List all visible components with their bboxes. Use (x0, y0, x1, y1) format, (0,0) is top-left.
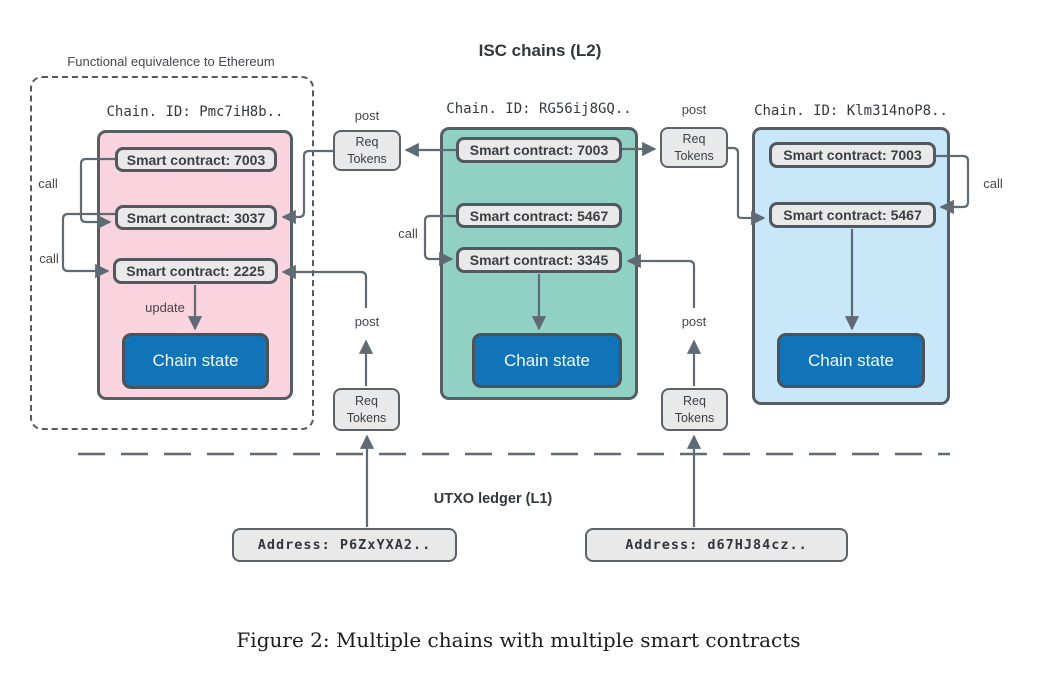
req-tokens-box-bottom-left: Req Tokens (333, 388, 400, 431)
ethereum-equivalence-dashed-box (30, 76, 314, 430)
req-tokens-box-top-left: Req Tokens (333, 130, 401, 171)
post-label: post (354, 314, 380, 329)
smart-contract-box: Smart contract: 3037 (115, 205, 277, 230)
ethereum-equivalence-note: Functional equivalence to Ethereum (67, 53, 275, 69)
req-tokens-label: Req (683, 394, 706, 409)
chain-state-box: Chain state (777, 333, 925, 388)
call-label: call (39, 251, 59, 266)
smart-contract-box: Smart contract: 7003 (115, 147, 277, 172)
l2-section-title: ISC chains (L2) (478, 41, 602, 60)
post-label: post (354, 108, 380, 123)
address-box: Address: P6ZxYXA2.. (232, 528, 457, 562)
smart-contract-box: Smart contract: 3345 (456, 247, 622, 273)
req-tokens-label: Tokens (674, 410, 715, 425)
post-label: post (681, 102, 707, 117)
req-tokens-label: Tokens (347, 151, 387, 166)
call-label: call (398, 226, 418, 241)
req-tokens-label: Req (355, 394, 378, 409)
smart-contract-box: Smart contract: 5467 (769, 202, 936, 228)
address-box: Address: d67HJ84cz.. (585, 528, 848, 562)
req-tokens-label: Tokens (674, 148, 714, 163)
post-label: post (681, 314, 707, 329)
chain-id-middle: Chain. ID: RG56ij8GQ.. (446, 101, 632, 117)
smart-contract-box: Smart contract: 7003 (456, 137, 622, 163)
req-tokens-label: Req (355, 135, 379, 150)
chain-id-left: Chain. ID: Pmc7iH8b.. (106, 104, 284, 120)
smart-contract-box: Smart contract: 7003 (769, 142, 936, 168)
call-label: call (38, 176, 58, 191)
req-tokens-box-top-right: Req Tokens (660, 127, 728, 168)
req-tokens-box-bottom-right: Req Tokens (661, 388, 728, 431)
chain-id-right: Chain. ID: Klm314noP8.. (754, 103, 948, 119)
req-tokens-label: Tokens (346, 410, 387, 425)
chain-state-box: Chain state (472, 333, 622, 388)
req-tokens-label: Req (682, 132, 706, 147)
chain-state-box: Chain state (122, 333, 269, 389)
call-label: call (983, 176, 1003, 191)
smart-contract-box: Smart contract: 2225 (113, 258, 278, 284)
l1-section-title: UTXO ledger (L1) (433, 491, 553, 507)
smart-contract-box: Smart contract: 5467 (456, 203, 622, 228)
figure-caption: Figure 2: Multiple chains with multiple … (236, 628, 801, 652)
update-label: update (145, 300, 185, 315)
